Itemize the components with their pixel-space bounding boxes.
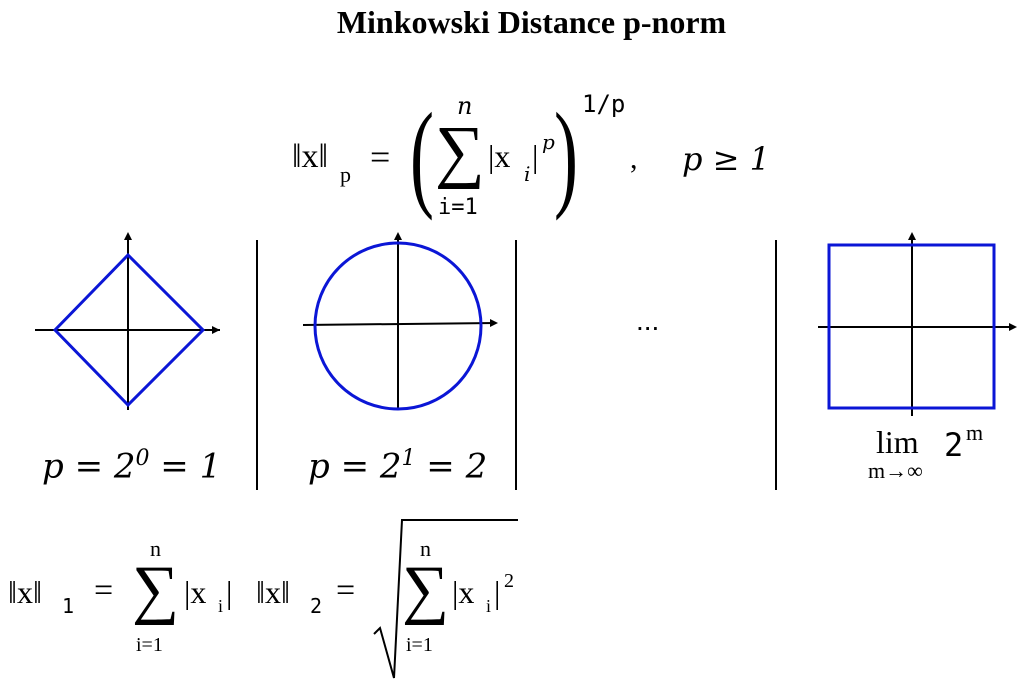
panel-p2-label-tail: = 2	[415, 446, 488, 487]
formula-left-paren: (	[410, 88, 434, 221]
norm1-upper: n	[150, 536, 161, 561]
norm1-term-close: |	[226, 574, 233, 610]
x-axis	[302, 322, 497, 326]
panel-p1-label: p = 20 = 1	[42, 446, 221, 486]
formula-lhs: ‖x‖	[292, 138, 329, 175]
y-axis-arrow-icon	[124, 232, 132, 240]
panel-pinf-plot	[818, 232, 1017, 416]
formula-term-close: |	[532, 138, 539, 174]
norm2-term: |x	[452, 574, 475, 610]
divider-1	[256, 240, 258, 490]
ellipsis: ...	[636, 305, 660, 336]
y-axis-arrow-icon	[908, 232, 916, 240]
formula-equals: =	[370, 137, 391, 177]
main-formula: ‖x‖ p = ( n ∑ i=1 |x i | p ) 1/p , p ≥ 1	[292, 88, 812, 222]
panel-p1-label-pow: 0	[135, 446, 150, 471]
formula-term-sub: i	[524, 162, 531, 186]
norm2-sum-symbol: ∑	[402, 553, 450, 626]
panel-p2-plot	[302, 232, 498, 411]
norm2-upper: n	[420, 536, 431, 561]
panel-pinf-base: 2	[944, 426, 964, 464]
norm2-lower: i=1	[406, 634, 433, 656]
page-title: Minkowski Distance p-norm	[336, 4, 727, 40]
unit-ball-circle	[313, 241, 483, 411]
panel-p2-label-base: p = 2	[308, 446, 402, 487]
norm1-equals: =	[94, 572, 114, 609]
sqrt-icon	[373, 519, 518, 679]
norm1-lhs-sub: 1	[62, 594, 75, 618]
norm1-term: |x	[184, 574, 207, 610]
formula-lower: i=1	[438, 195, 478, 220]
panel-pinf-label: lim m→∞ 2 m	[866, 420, 1016, 494]
norm2-lhs: ‖x‖	[256, 574, 290, 610]
panel-p1-label-tail: = 1	[149, 446, 222, 487]
formula-sum-symbol: ∑	[435, 113, 485, 190]
divider-2	[515, 240, 517, 490]
panel-p2-label-pow: 1	[401, 446, 416, 471]
formula-upper: n	[457, 92, 473, 120]
formula-term-pow: p	[542, 130, 555, 154]
formula-outer-pow: 1/p	[582, 90, 626, 118]
norm1-formula: ‖x‖ 1 = n ∑ i=1 |x i |	[8, 530, 248, 700]
panel-p1-label-base: p = 2	[42, 446, 136, 487]
norm1-term-sub: i	[218, 596, 224, 616]
panel-pinf-lim-sub: m→∞	[868, 458, 923, 483]
x-axis-arrow-icon	[490, 319, 498, 327]
unit-ball-square	[827, 243, 996, 410]
norm2-equals: =	[336, 572, 356, 609]
y-axis-arrow-icon	[394, 232, 402, 240]
divider-3	[775, 240, 777, 490]
formula-right-paren: )	[554, 88, 578, 221]
norm1-lhs: ‖x‖	[8, 574, 42, 610]
x-axis-arrow-icon	[1009, 323, 1017, 331]
formula-comma: ,	[630, 142, 638, 175]
norm2-formula: ‖x‖ 2 = n ∑ i=1 |x i | 2	[256, 510, 526, 680]
formula-lhs-sub: p	[340, 162, 351, 187]
norm2-term-close: |	[494, 574, 501, 610]
formula-condition: p ≥ 1	[682, 140, 770, 178]
norm1-lower: i=1	[136, 634, 163, 656]
panel-pinf-pow: m	[966, 420, 984, 445]
x-axis-arrow-icon	[212, 326, 220, 334]
panel-p1-plot	[35, 232, 220, 410]
norm2-term-sub: i	[486, 596, 492, 616]
norm1-sum-symbol: ∑	[132, 553, 180, 626]
norm2-lhs-sub: 2	[310, 594, 323, 618]
panel-p2-label: p = 21 = 2	[308, 446, 487, 486]
formula-term: |x	[488, 138, 511, 174]
norm2-term-pow: 2	[504, 570, 514, 592]
panel-pinf-lim: lim	[876, 424, 919, 460]
unit-ball-diamond	[52, 252, 206, 408]
